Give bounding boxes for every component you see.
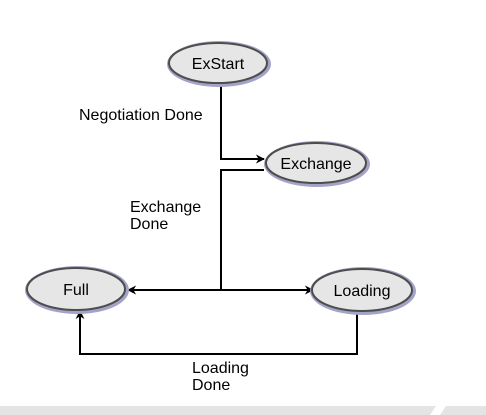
state-exchange-label: Exchange — [280, 156, 351, 173]
label-exchange-done: Exchange Done — [130, 199, 201, 233]
label-negotiation-done: Negotiation Done — [79, 107, 203, 124]
state-exstart-label: ExStart — [192, 56, 245, 73]
label-negotiation-done-text: Negotiation Done — [79, 107, 203, 124]
label-exchange-done-line1: Exchange — [130, 199, 202, 216]
label-exchange-done-line2: Done — [130, 216, 169, 233]
state-loading: Loading — [310, 267, 416, 315]
label-loading-done-line2: Done — [192, 377, 231, 394]
state-exchange: Exchange — [264, 141, 370, 187]
state-loading-label: Loading — [334, 283, 391, 300]
label-loading-done: Loading Done — [192, 360, 249, 394]
state-full: Full — [25, 266, 129, 314]
edge-loading-done — [75, 310, 358, 355]
edge-negotiation-done — [220, 86, 265, 164]
edge-exchange-done — [220, 169, 264, 290]
state-exstart: ExStart — [167, 41, 271, 87]
state-full-label: Full — [63, 282, 89, 299]
footer-band — [0, 406, 486, 415]
label-loading-done-line1: Loading — [192, 360, 249, 377]
